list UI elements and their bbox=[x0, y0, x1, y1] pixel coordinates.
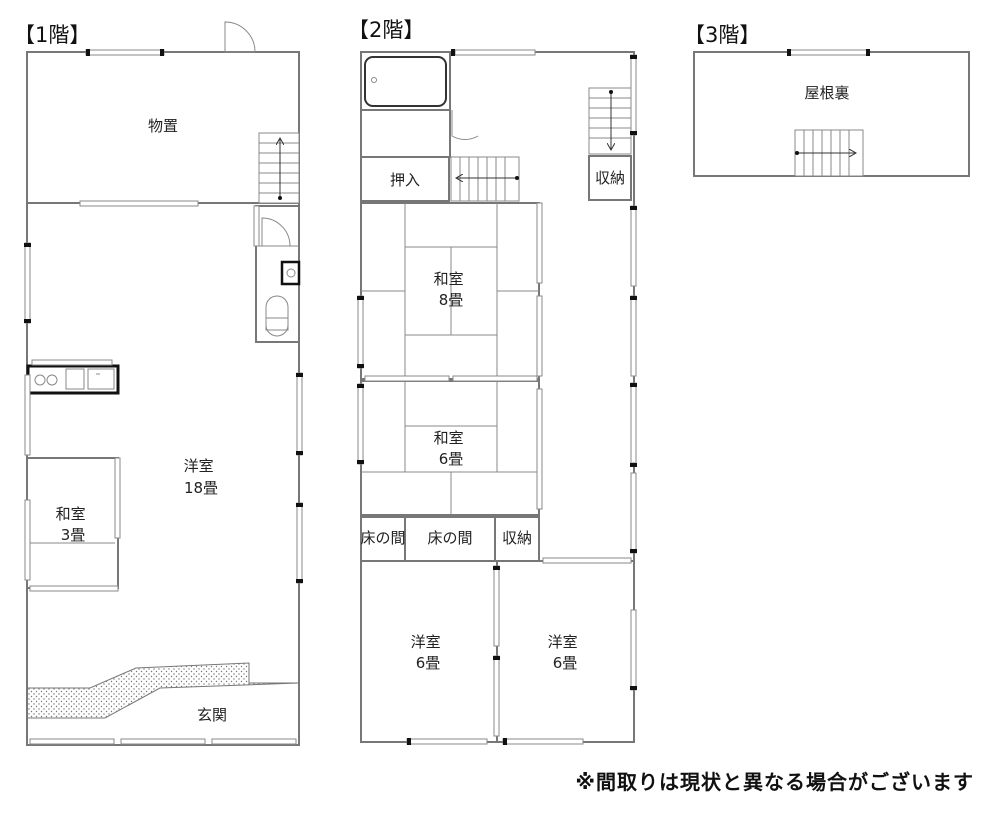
room-alcove-small: 床の間 bbox=[360, 529, 405, 547]
door-icon bbox=[451, 110, 479, 140]
floor-3-stair bbox=[794, 129, 864, 177]
room-western-6-left: 洋室 6畳 bbox=[411, 633, 446, 672]
floor-1-toilet bbox=[255, 205, 301, 343]
room-japanese-8: 和室 8畳 bbox=[434, 270, 469, 309]
room-japanese-3: 和室 3畳 bbox=[56, 505, 91, 544]
room-entrance: 玄関 bbox=[197, 706, 227, 724]
floor-2-stair-down bbox=[450, 156, 520, 202]
door-icon bbox=[224, 21, 256, 53]
floor-1-title: 【1階】 bbox=[14, 23, 90, 47]
entrance-tile bbox=[26, 662, 300, 719]
room-closet: 押入 bbox=[390, 171, 420, 189]
tatami-8 bbox=[360, 202, 540, 380]
floor-1-stair bbox=[258, 132, 300, 204]
floor-3: 【3階】 屋根裏 bbox=[684, 23, 970, 177]
toilet-icon bbox=[265, 295, 289, 337]
sink-icon bbox=[280, 260, 301, 286]
floor-1: 【1階】 bbox=[14, 21, 303, 746]
floor-2-stair-up bbox=[588, 87, 632, 155]
room-japanese-6: 和室 6畳 bbox=[434, 429, 469, 468]
room-western-6-right: 洋室 6畳 bbox=[548, 633, 583, 672]
floor-2: 【2階】 bbox=[348, 18, 637, 745]
disclaimer-note: ※間取りは現状と異なる場合がございます bbox=[575, 770, 974, 794]
room-western-18: 洋室 18畳 bbox=[184, 457, 219, 497]
room-attic: 屋根裏 bbox=[804, 84, 849, 102]
floor-2-bath bbox=[360, 51, 479, 158]
kitchen-counter bbox=[26, 364, 120, 395]
room-storage: 物置 bbox=[148, 117, 178, 135]
floor-1-outline bbox=[26, 51, 300, 746]
bathtub-icon bbox=[364, 56, 447, 107]
room-storage-upper: 収納 bbox=[595, 169, 625, 187]
floor-2-title: 【2階】 bbox=[348, 18, 424, 42]
room-storage-lower: 収納 bbox=[502, 529, 532, 547]
tatami-6 bbox=[360, 380, 540, 516]
floor-3-title: 【3階】 bbox=[684, 23, 760, 47]
room-alcove: 床の間 bbox=[427, 529, 472, 547]
